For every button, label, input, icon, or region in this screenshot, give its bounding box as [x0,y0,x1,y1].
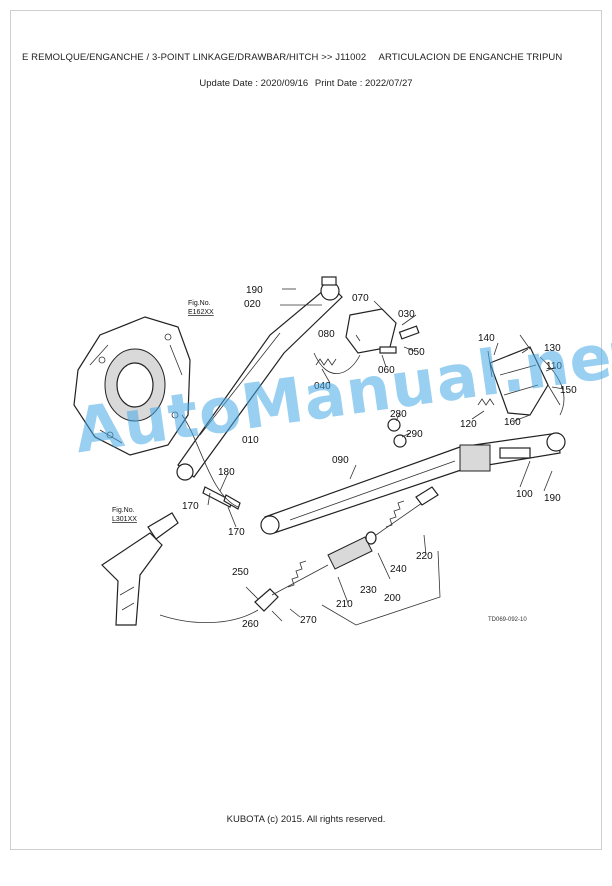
title-right: ARTICULACION DE ENGANCHE TRIPUN [378,52,563,63]
callout-220: 220 [416,551,433,562]
callout-180: 180 [218,467,235,478]
callout-010: 010 [242,435,259,446]
callout-090: 090 [332,455,349,466]
lower-link-090 [260,432,566,535]
callout-190b: 190 [544,493,561,504]
callout-250: 250 [232,567,249,578]
copyright-footer: KUBOTA (c) 2015. All rights reserved. [226,814,386,825]
callout-050: 050 [408,347,425,358]
callout-150: 150 [560,385,577,396]
callout-020: 020 [244,299,261,310]
callout-100: 100 [516,489,533,500]
hitch-bracket [101,512,179,626]
transmission-housing [73,316,191,456]
callout-170b: 170 [228,527,245,538]
callout-160: 160 [504,417,521,428]
page-title: E REMOLQUE/ENGANCHE / 3-POINT LINKAGE/DR… [22,52,588,63]
fig-ref-2-label: Fig.No. [112,507,135,514]
update-date: Update Date : 2020/09/16 [199,78,309,89]
callout-170a: 170 [182,501,199,512]
callout-190a: 190 [246,285,263,296]
callout-140: 140 [478,333,495,344]
callout-120: 120 [460,419,477,430]
date-line: Update Date : 2020/09/16 Print Date : 20… [0,78,612,89]
drawing-code: TD069-092-10 [488,617,527,623]
callout-130: 130 [544,343,561,354]
callout-290: 290 [406,429,423,440]
fig-ref-2-code: L301XX [112,516,137,523]
title-left: E REMOLQUE/ENGANCHE / 3-POINT LINKAGE/DR… [22,52,367,63]
lift-bracket-110 [487,334,561,416]
cable-right [539,356,565,416]
callout-110: 110 [546,361,562,372]
leader-lines [207,288,565,622]
callout-210: 210 [336,599,353,610]
pins [202,486,241,510]
callout-060: 060 [378,365,395,376]
lift-rod-200 [254,486,441,626]
fig-ref-1-label: Fig.No. [188,300,211,307]
callout-070: 070 [352,293,369,304]
callout-040: 040 [314,381,331,392]
parts-diagram: Fig.No. E162XX Fig.No. L301XX 190 020 07… [73,276,577,630]
callout-240: 240 [390,564,407,575]
springs [315,358,495,448]
callout-280: 280 [390,409,407,420]
callouts: 190 020 070 030 080 050 060 040 140 130 … [182,285,577,630]
fig-ref-1-code: E162XX [188,309,214,316]
callout-030: 030 [398,309,415,320]
callout-270: 270 [300,615,317,626]
print-date: Print Date : 2022/07/27 [314,78,413,89]
cable-left [181,414,239,508]
lift-arm-010 [176,276,343,481]
stabilizer-block [313,308,420,374]
callout-260: 260 [242,619,259,630]
callout-200: 200 [384,593,401,604]
callout-230: 230 [360,585,377,596]
callout-080: 080 [318,329,335,340]
cable-bottom [159,609,259,624]
